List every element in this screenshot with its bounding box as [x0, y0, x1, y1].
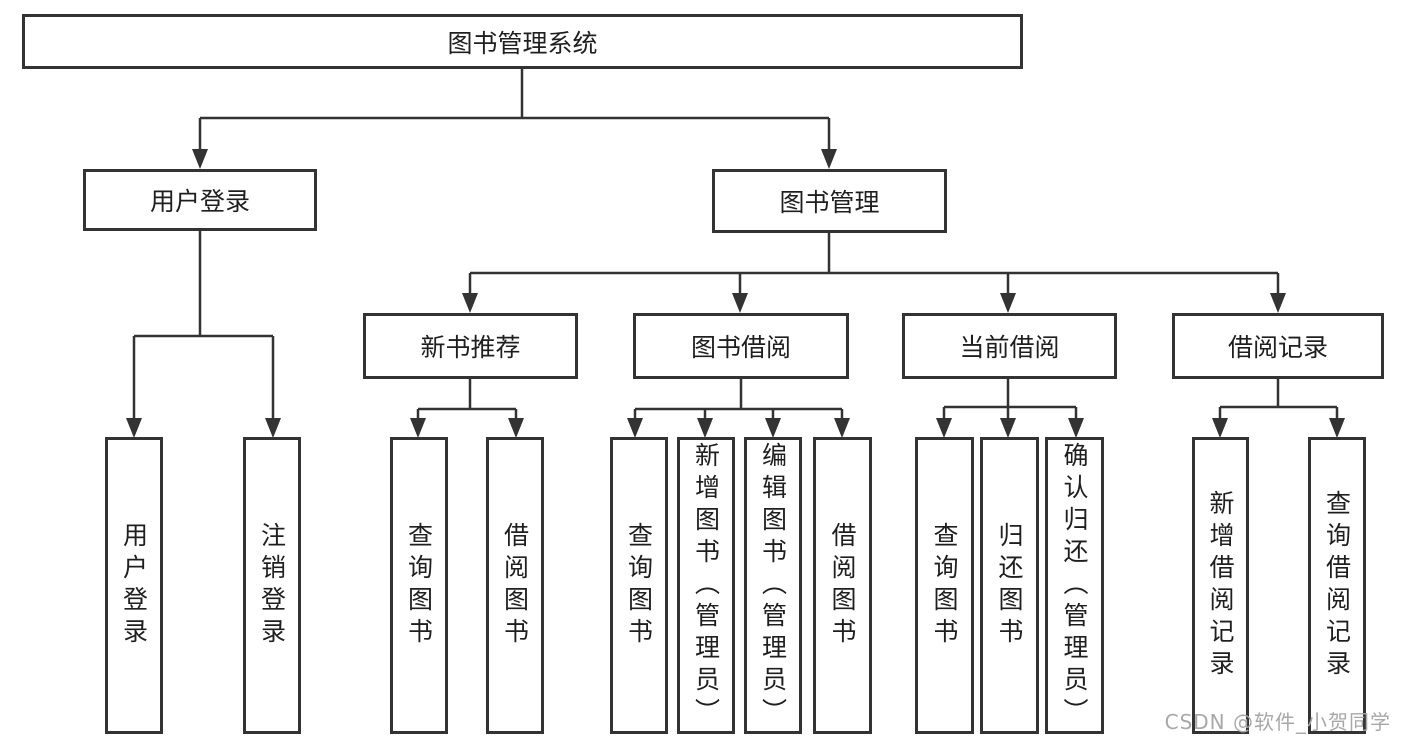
node-label: 借阅记录 — [1227, 333, 1328, 362]
node-label: 用户登录 — [119, 521, 149, 650]
node-user-login: 用户登录 — [83, 169, 317, 231]
node-label: 新增借阅记录 — [1206, 489, 1235, 682]
node-label: 编辑图书（管理员） — [758, 441, 788, 730]
node-label: 借阅图书 — [828, 521, 857, 650]
node-label: 查询借阅记录 — [1322, 489, 1352, 682]
node-book-management: 图书管理 — [712, 169, 947, 233]
leaf-add-books-admin: 新增图书（管理员） — [677, 437, 735, 734]
leaf-confirm-return-admin: 确认归还（管理员） — [1045, 437, 1104, 734]
node-label: 图书管理 — [779, 188, 880, 217]
node-label: 用户登录 — [149, 187, 250, 216]
node-label: 新书推荐 — [420, 333, 521, 362]
node-label: 查询图书 — [624, 521, 654, 650]
leaf-query-books-recommend: 查询图书 — [390, 437, 448, 734]
node-label: 新增图书（管理员） — [691, 441, 721, 730]
leaf-logout: 注销登录 — [243, 437, 301, 734]
node-root-system: 图书管理系统 — [22, 14, 1023, 69]
node-new-book-recommend: 新书推荐 — [363, 313, 578, 379]
node-label: 图书管理系统 — [447, 28, 598, 58]
node-label: 查询图书 — [404, 521, 434, 650]
connector-edges — [132, 69, 1339, 419]
node-label: 确认归还（管理员） — [1060, 441, 1089, 730]
node-label: 图书借阅 — [690, 333, 791, 362]
node-borrow-records: 借阅记录 — [1172, 313, 1384, 379]
node-label: 注销登录 — [257, 521, 287, 650]
leaf-query-books-current: 查询图书 — [915, 437, 974, 734]
leaf-query-borrow-record: 查询借阅记录 — [1308, 437, 1366, 734]
leaf-edit-books-admin: 编辑图书（管理员） — [744, 437, 802, 734]
node-book-borrow: 图书借阅 — [633, 313, 849, 379]
leaf-query-books-borrow: 查询图书 — [610, 437, 668, 734]
csdn-watermark: CSDN @软件_小贺同学 — [1164, 710, 1391, 734]
arrowheads — [126, 149, 1345, 438]
node-label: 当前借阅 — [959, 333, 1060, 362]
leaf-add-borrow-record: 新增借阅记录 — [1192, 437, 1249, 734]
node-label: 归还图书 — [995, 521, 1024, 650]
node-current-borrow: 当前借阅 — [902, 313, 1117, 379]
node-label: 查询图书 — [930, 521, 959, 650]
node-label: 借阅图书 — [500, 521, 530, 650]
leaf-return-books: 归还图书 — [980, 437, 1039, 734]
leaf-user-login: 用户登录 — [105, 437, 163, 734]
leaf-borrow-books-recommend: 借阅图书 — [486, 437, 544, 734]
leaf-borrow-books: 借阅图书 — [813, 437, 872, 734]
